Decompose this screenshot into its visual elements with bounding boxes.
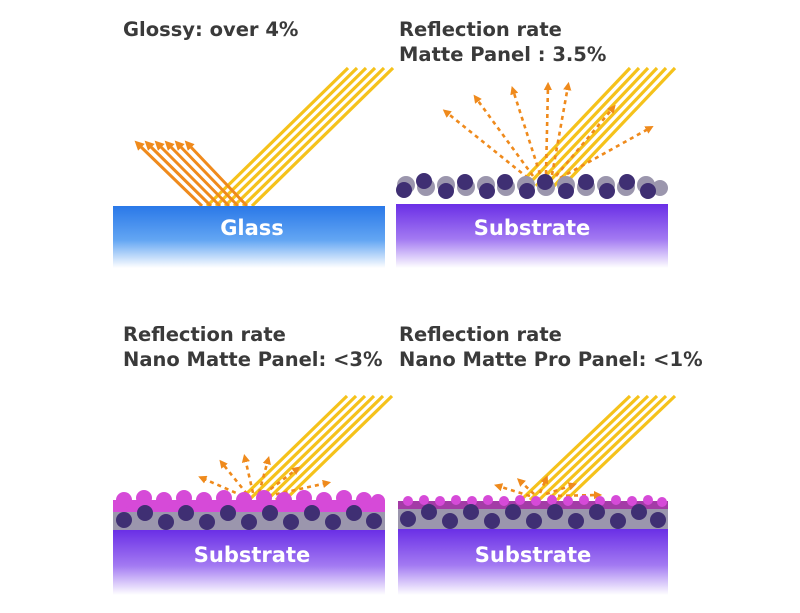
- panel-nano-matte: Reflection rate Nano Matte Panel: <3%: [113, 323, 394, 595]
- glass-slab: [113, 206, 385, 268]
- substrate-slab: [113, 530, 385, 595]
- base-label: Substrate: [474, 216, 590, 240]
- panel-caption-line-1: Reflection rate: [399, 323, 562, 346]
- substrate-slab: [398, 529, 668, 595]
- incident-light-rays: [238, 394, 394, 502]
- base-label: Substrate: [475, 543, 591, 567]
- panel-caption: Glossy: over 4%: [123, 18, 298, 41]
- panel-caption-line-2: Nano Matte Pro Panel: <1%: [399, 348, 703, 371]
- panel-nano-matte-pro: Reflection rate Nano Matte Pro Panel: <1…: [398, 323, 703, 595]
- reflected-light-arrows: [134, 140, 249, 208]
- particle-layer: [398, 504, 668, 529]
- panel-caption-line-1: Reflection rate: [399, 18, 562, 41]
- nano-coating-layer: [398, 495, 668, 509]
- base-label: Substrate: [194, 543, 310, 567]
- incident-light-rays: [205, 66, 395, 208]
- scattered-light-arrows: [198, 453, 332, 498]
- panel-glossy: Glossy: over 4% Glass: [113, 18, 395, 268]
- scattered-light-arrows: [442, 81, 654, 180]
- incident-light-rays: [516, 66, 677, 188]
- particle-layer: [113, 505, 385, 530]
- substrate-slab: [396, 204, 668, 268]
- panel-caption-line-2: Nano Matte Panel: <3%: [123, 348, 383, 371]
- incident-light-rays: [519, 394, 677, 502]
- panel-caption-line-1: Reflection rate: [123, 323, 286, 346]
- panel-caption-line-2: Matte Panel : 3.5%: [399, 43, 606, 66]
- particle-layer: [396, 173, 668, 199]
- panel-matte: Reflection rate Matte Panel : 3.5%: [396, 18, 677, 268]
- scattered-light-arrows: [494, 475, 603, 500]
- base-label: Glass: [220, 216, 284, 240]
